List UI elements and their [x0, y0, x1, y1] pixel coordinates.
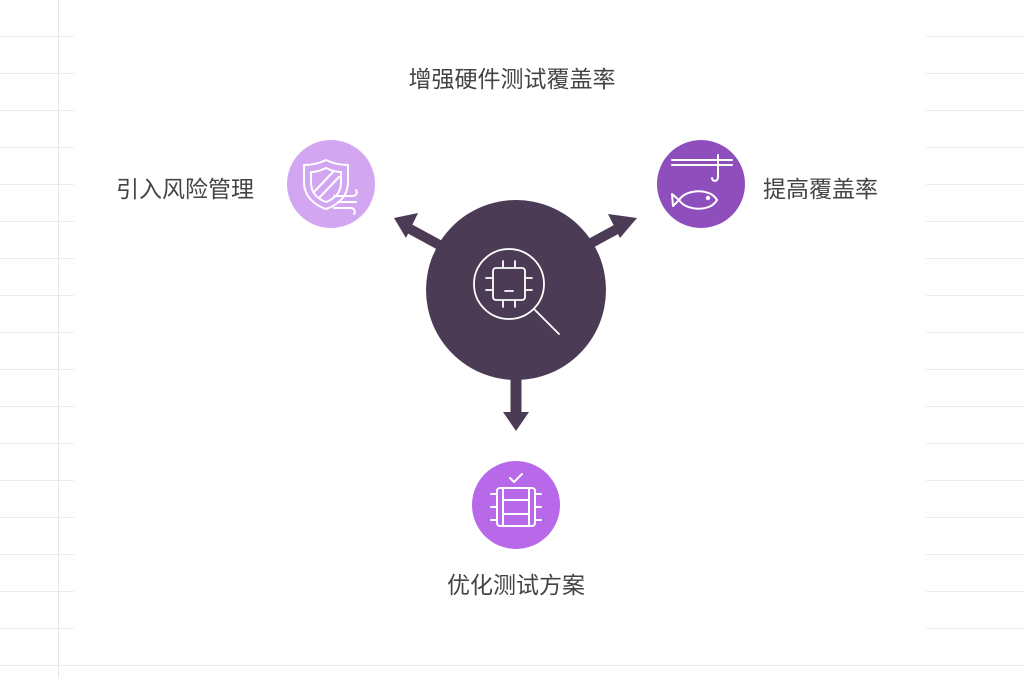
node-right — [657, 140, 745, 228]
shield-wind-icon — [303, 159, 358, 215]
diagram-title: 增强硬件测试覆盖率 — [408, 67, 616, 93]
node-left-label: 引入风险管理 — [116, 177, 254, 203]
node-bottom-label: 优化测试方案 — [447, 573, 585, 599]
node-left — [287, 140, 375, 228]
node-right-label: 提高覆盖率 — [763, 177, 878, 203]
chip-magnifier-icon — [473, 248, 560, 335]
film-checklist-icon — [490, 473, 542, 527]
arrow-to-left — [394, 213, 448, 253]
node-bottom — [472, 461, 560, 549]
fishing-hook-fish-icon — [671, 154, 733, 210]
background-margin-line — [58, 0, 59, 678]
center-hub — [426, 200, 606, 380]
center-circle — [426, 200, 606, 380]
